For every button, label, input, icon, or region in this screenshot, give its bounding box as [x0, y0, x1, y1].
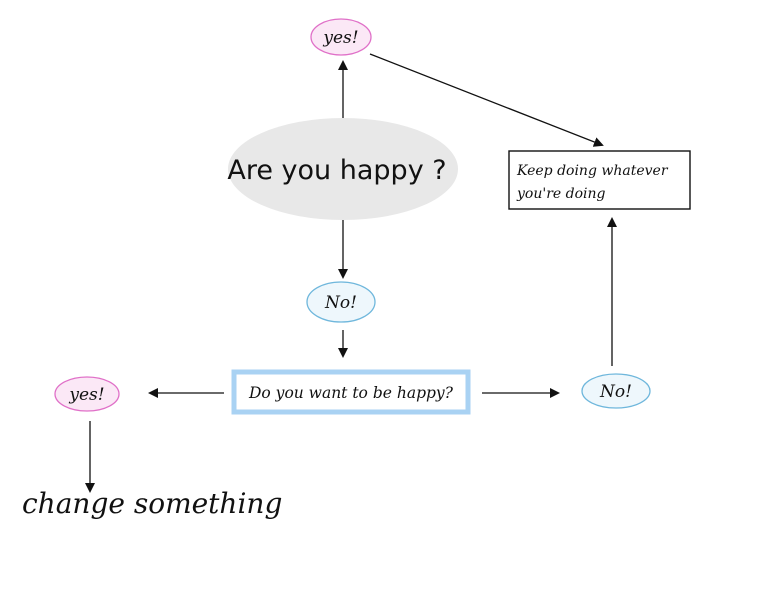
want-question-node: Do you want to be happy? — [231, 369, 471, 415]
no-middle-node: No! — [306, 281, 376, 323]
main-question-node: Are you happy ? — [227, 118, 458, 220]
yes-left-node: yes! — [54, 376, 120, 412]
no-middle-bubble — [306, 281, 376, 323]
main-question-ellipse — [228, 118, 458, 220]
keep-doing-line-1: Keep doing whatever — [516, 163, 669, 179]
change-something-label: change something — [22, 487, 282, 520]
arrows — [85, 53, 617, 493]
no-right-label: No! — [599, 382, 632, 402]
want-question-label: Do you want to be happy? — [248, 384, 454, 402]
yes-top-node: yes! — [310, 18, 372, 56]
arrow-yes-top-to-keep-doing — [369, 53, 604, 147]
change-something-node: change something — [22, 487, 282, 520]
want-question-box — [231, 369, 471, 415]
keep-doing-line-2: you're doing — [516, 186, 606, 202]
keep-doing-box — [508, 150, 691, 210]
yes-left-label: yes! — [68, 385, 104, 405]
no-middle-label: No! — [324, 293, 357, 313]
no-right-bubble — [581, 373, 651, 409]
yes-left-bubble — [54, 376, 120, 412]
main-question-label: Are you happy ? — [227, 155, 446, 186]
yes-top-bubble — [310, 18, 372, 56]
yes-top-label: yes! — [322, 28, 358, 48]
keep-doing-node: Keep doing whatever you're doing — [508, 150, 691, 210]
no-right-node: No! — [581, 373, 651, 409]
